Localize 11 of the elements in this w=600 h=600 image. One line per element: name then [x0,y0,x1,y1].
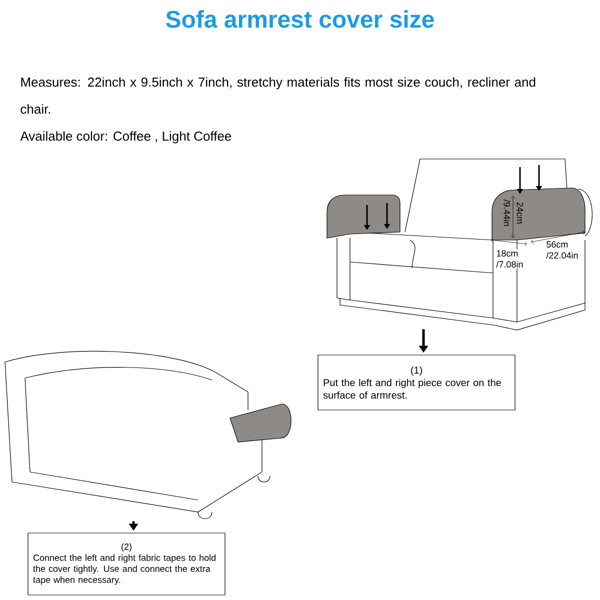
dimension-label: 56cm /22.04in [546,241,578,259]
dimension-label: /9.44in [504,200,510,226]
instruction-box: (2) Connect the left and right fabric tapes to hold the cover tightly. Use and connect the extra tape when necessary. [28,532,226,596]
dimension-label: 24cm [516,202,524,224]
dimension-label: 18cm /7.08in [495,249,528,269]
title: Sofa armrest cover size [166,10,434,28]
color-text: Available color: Coffee , Light Coffee [20,131,232,144]
sofa-back-drawing [4,350,292,520]
instruction-box: (1) Put the left and right piece cover on the surface of armrest. [318,354,516,410]
sofa-front-drawing [326,158,593,330]
measures-text: Measures: 22inch x 9.5inch x 7inch, stretchy materials fits most size couch, recliner and chair. [20,77,536,114]
